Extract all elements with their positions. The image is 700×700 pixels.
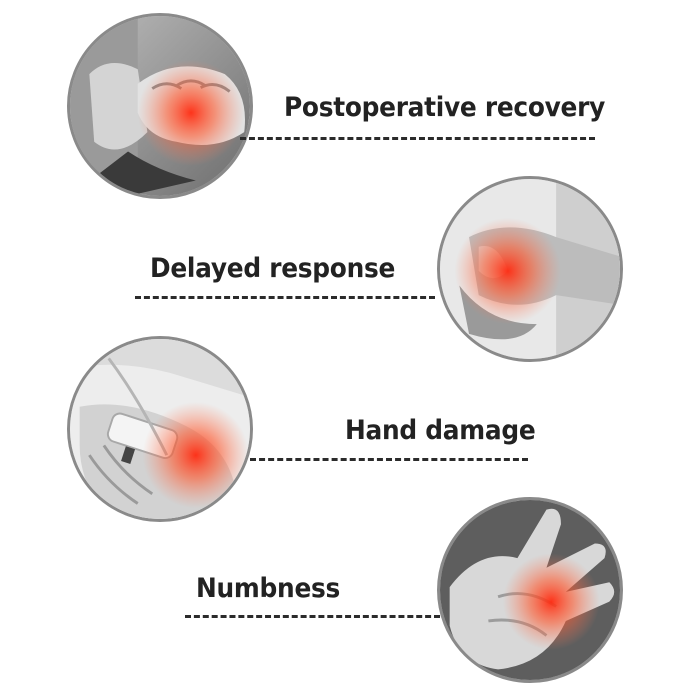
wrist-pain-icon — [440, 179, 620, 359]
item-2-dashed-line — [135, 296, 435, 299]
item-3-dashed-line — [250, 458, 528, 461]
iv-hand-pain-icon — [70, 339, 250, 519]
hand-grip-pain-icon — [70, 16, 250, 196]
item-1-label: Postoperative recovery — [284, 92, 606, 123]
item-4-label: Numbness — [196, 573, 341, 604]
item-2-label: Delayed response — [150, 253, 396, 284]
item-4-dashed-line — [185, 615, 440, 618]
item-2-photo — [437, 176, 623, 362]
item-4-photo — [437, 497, 623, 683]
finger-pain-icon — [440, 500, 620, 680]
item-1-dashed-line — [240, 137, 595, 140]
item-3-photo — [67, 336, 253, 522]
item-1-photo — [67, 13, 253, 199]
item-3-label: Hand damage — [345, 415, 536, 446]
